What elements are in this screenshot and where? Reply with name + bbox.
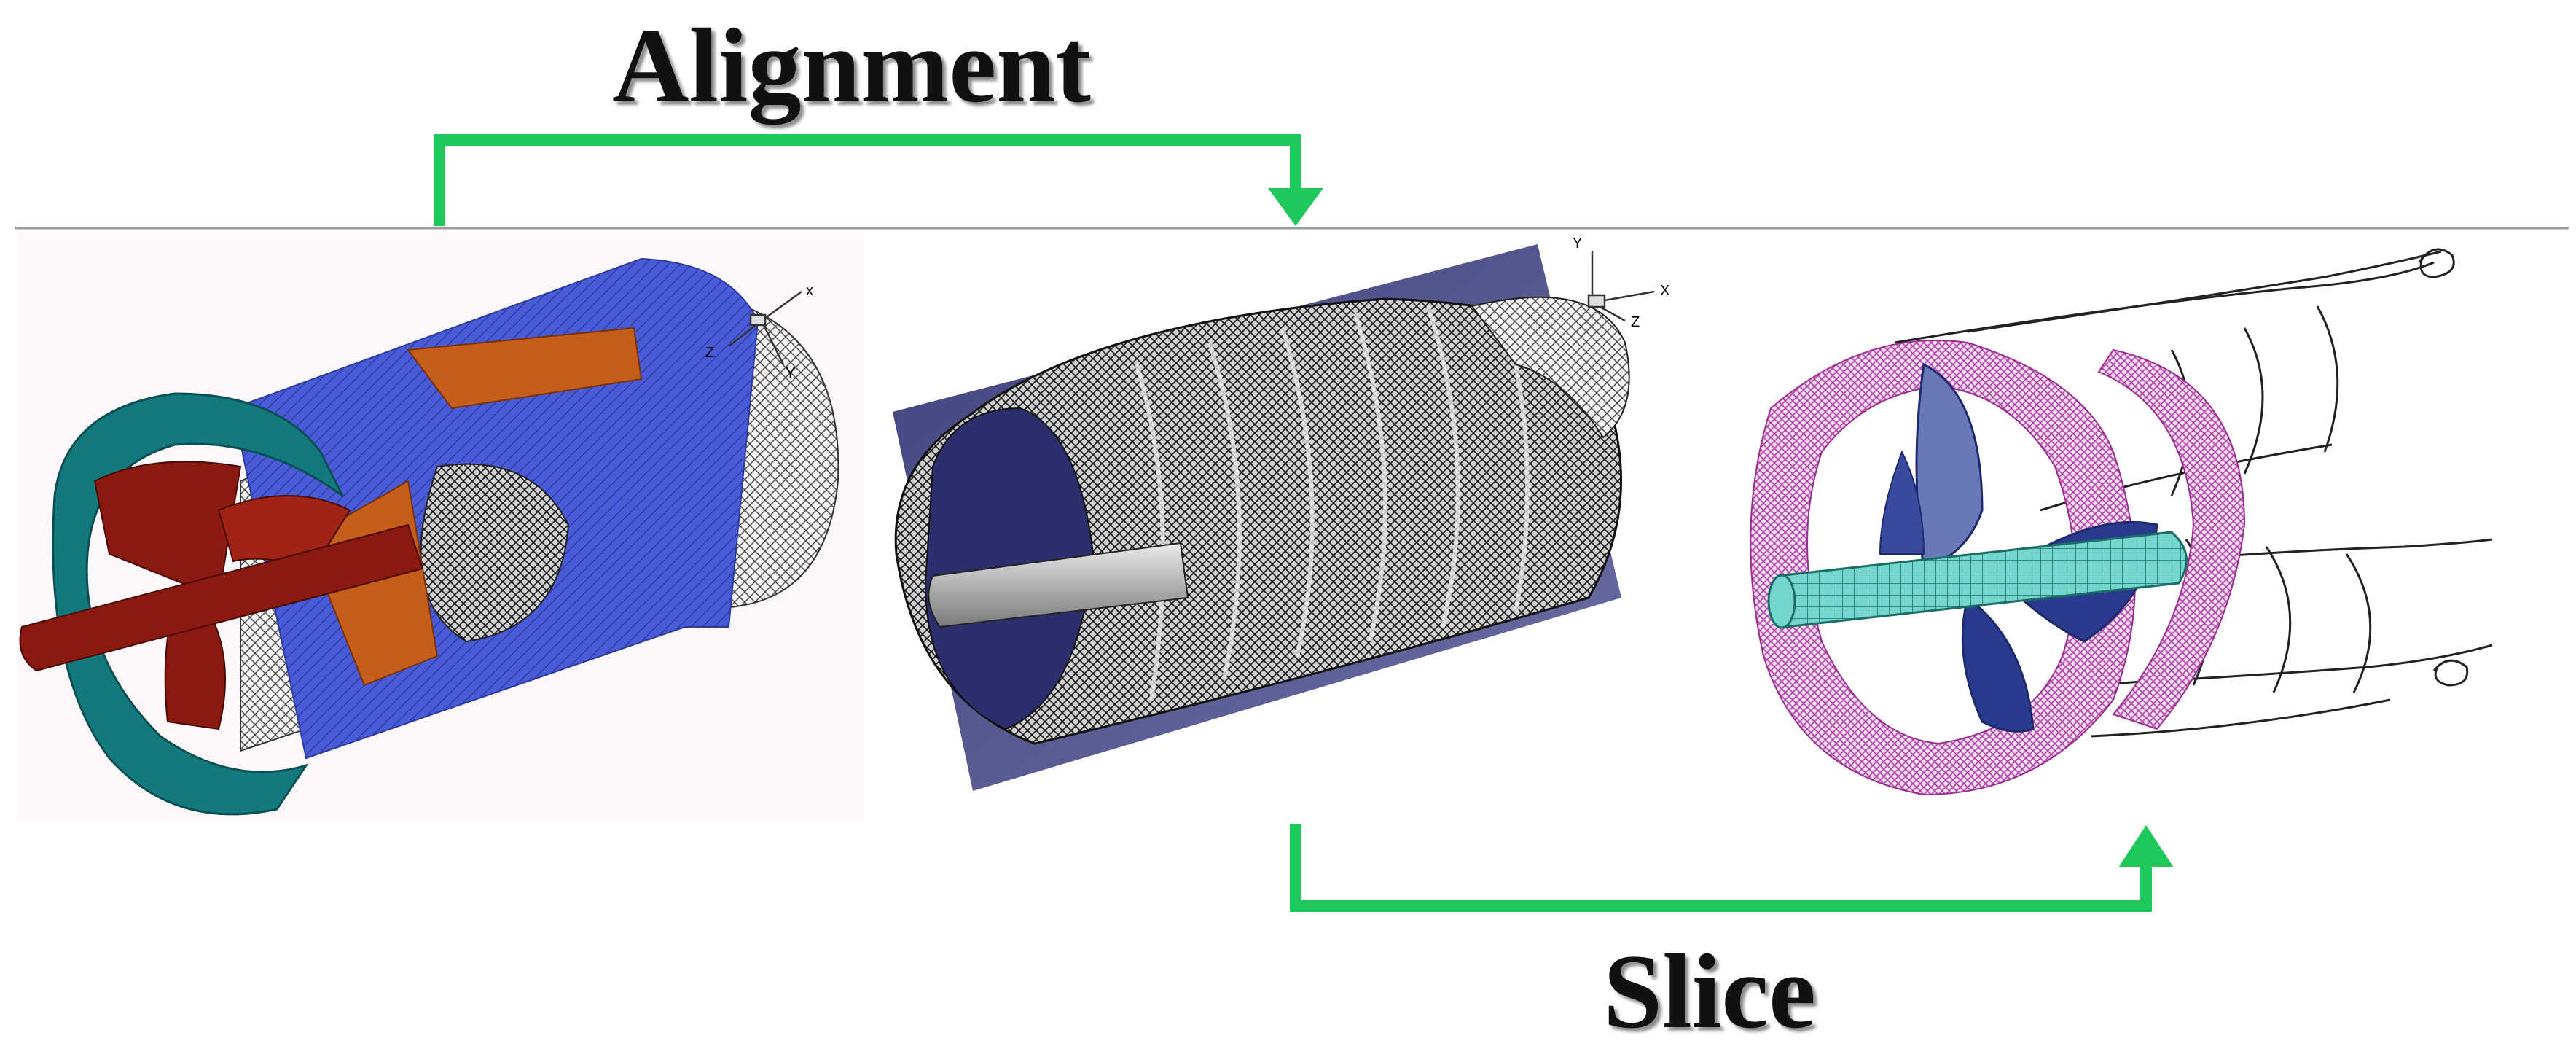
alignment-label: Alignment bbox=[612, 7, 1091, 125]
axis-y-label-1: Y bbox=[786, 365, 795, 381]
axis-x-label-2: X bbox=[1660, 283, 1669, 299]
panel-sliced-result bbox=[1750, 248, 2493, 796]
panel-aligned-mesh: Y X Z bbox=[893, 235, 1669, 791]
magenta-slice-sheet bbox=[2097, 348, 2246, 730]
navy-blade-top bbox=[1915, 362, 1984, 570]
panel-original-mesh: x Z Y bbox=[18, 233, 864, 820]
axis-x-label-1: x bbox=[806, 283, 813, 299]
slice-label: Slice bbox=[1603, 932, 1816, 1050]
red-blade-1 bbox=[93, 461, 242, 599]
slice-arrow bbox=[1290, 824, 2174, 912]
orange-blade-top bbox=[407, 327, 643, 410]
axis-z-label-2: Z bbox=[1631, 314, 1640, 330]
axis-z-label-1: Z bbox=[705, 345, 714, 361]
navy-blade-bottom bbox=[1961, 596, 2035, 733]
axes-triad-2 bbox=[1587, 251, 1655, 322]
alignment-arrow bbox=[434, 134, 1323, 226]
axis-y-label-2: Y bbox=[1573, 235, 1582, 251]
red-hub-shaft bbox=[19, 523, 424, 672]
grey-hub-shaft bbox=[928, 542, 1189, 628]
teal-duct-ring bbox=[52, 392, 344, 816]
axes-triad-1 bbox=[728, 290, 802, 365]
